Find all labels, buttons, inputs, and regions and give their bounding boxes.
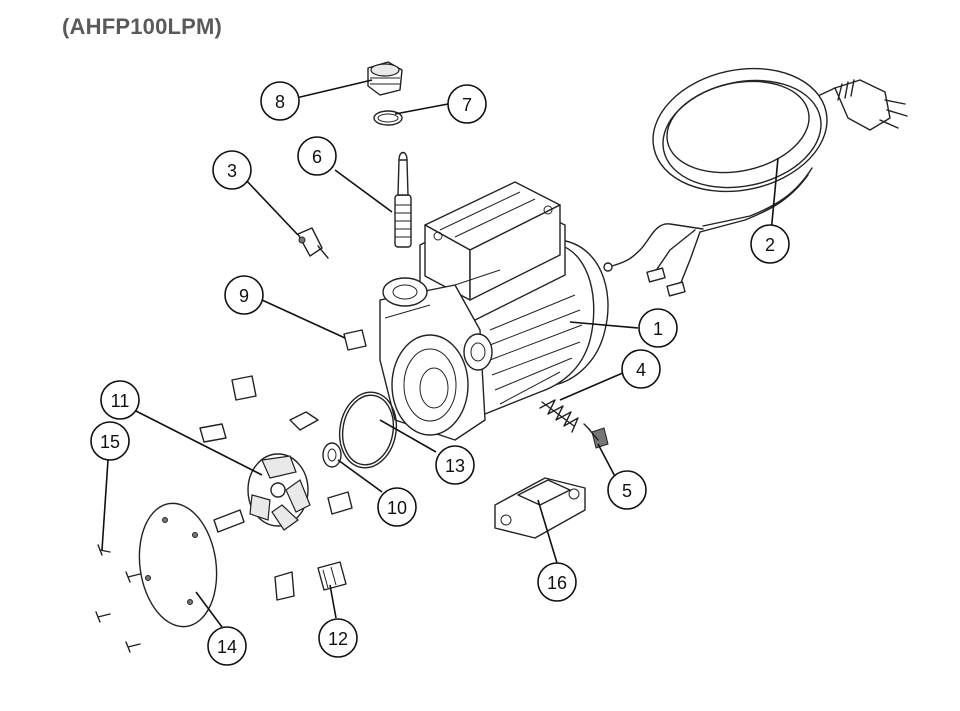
part-pad (343, 329, 367, 351)
callout-5: 5 (607, 470, 647, 510)
callout-label: 16 (547, 573, 567, 593)
part-small-o-ring (373, 110, 403, 126)
callout-13: 13 (435, 445, 475, 485)
callout-9: 9 (224, 275, 264, 315)
callout-label: 4 (636, 360, 646, 380)
callout-label: 7 (462, 95, 472, 115)
callout-label: 10 (387, 498, 407, 518)
callout-16: 16 (537, 562, 577, 602)
callout-7: 7 (447, 84, 487, 124)
part-clips (274, 561, 347, 601)
callout-10: 10 (377, 487, 417, 527)
callout-2: 2 (750, 224, 790, 264)
callout-label: 2 (765, 235, 775, 255)
part-fitting (297, 227, 329, 259)
part-seal-ring (322, 442, 342, 468)
part-vanes (199, 375, 353, 533)
callout-label: 11 (111, 391, 130, 411)
part-bush (583, 423, 609, 449)
callout-label: 14 (217, 637, 237, 657)
callout-1: 1 (638, 308, 678, 348)
callout-label: 1 (653, 319, 663, 339)
callout-8: 8 (260, 81, 300, 121)
part-pump-body (379, 181, 609, 441)
part-probe (394, 151, 412, 248)
part-threaded-cap (367, 61, 403, 96)
callout-4: 4 (621, 349, 661, 389)
callout-label: 12 (328, 629, 348, 649)
callout-6: 6 (297, 136, 337, 176)
callout-label: 8 (275, 92, 285, 112)
part-large-o-ring (338, 391, 398, 469)
part-spring (539, 399, 579, 433)
part-cover-plate (138, 502, 218, 628)
part-screws (95, 544, 141, 653)
callout-14: 14 (207, 626, 247, 666)
part-impeller (247, 453, 311, 531)
callout-label: 6 (312, 147, 322, 167)
callout-label: 9 (239, 286, 249, 306)
callout-label: 13 (445, 456, 465, 476)
callout-11: 11 (100, 380, 140, 420)
callout-15: 15 (90, 421, 130, 461)
callout-12: 12 (318, 618, 358, 658)
diagram-title: (AHFP100LPM) (62, 14, 223, 39)
part-power-cord (603, 67, 908, 297)
callout-label: 5 (622, 481, 632, 501)
callout-3: 3 (212, 150, 252, 190)
callout-label: 3 (227, 161, 237, 181)
callout-label: 15 (100, 432, 120, 452)
